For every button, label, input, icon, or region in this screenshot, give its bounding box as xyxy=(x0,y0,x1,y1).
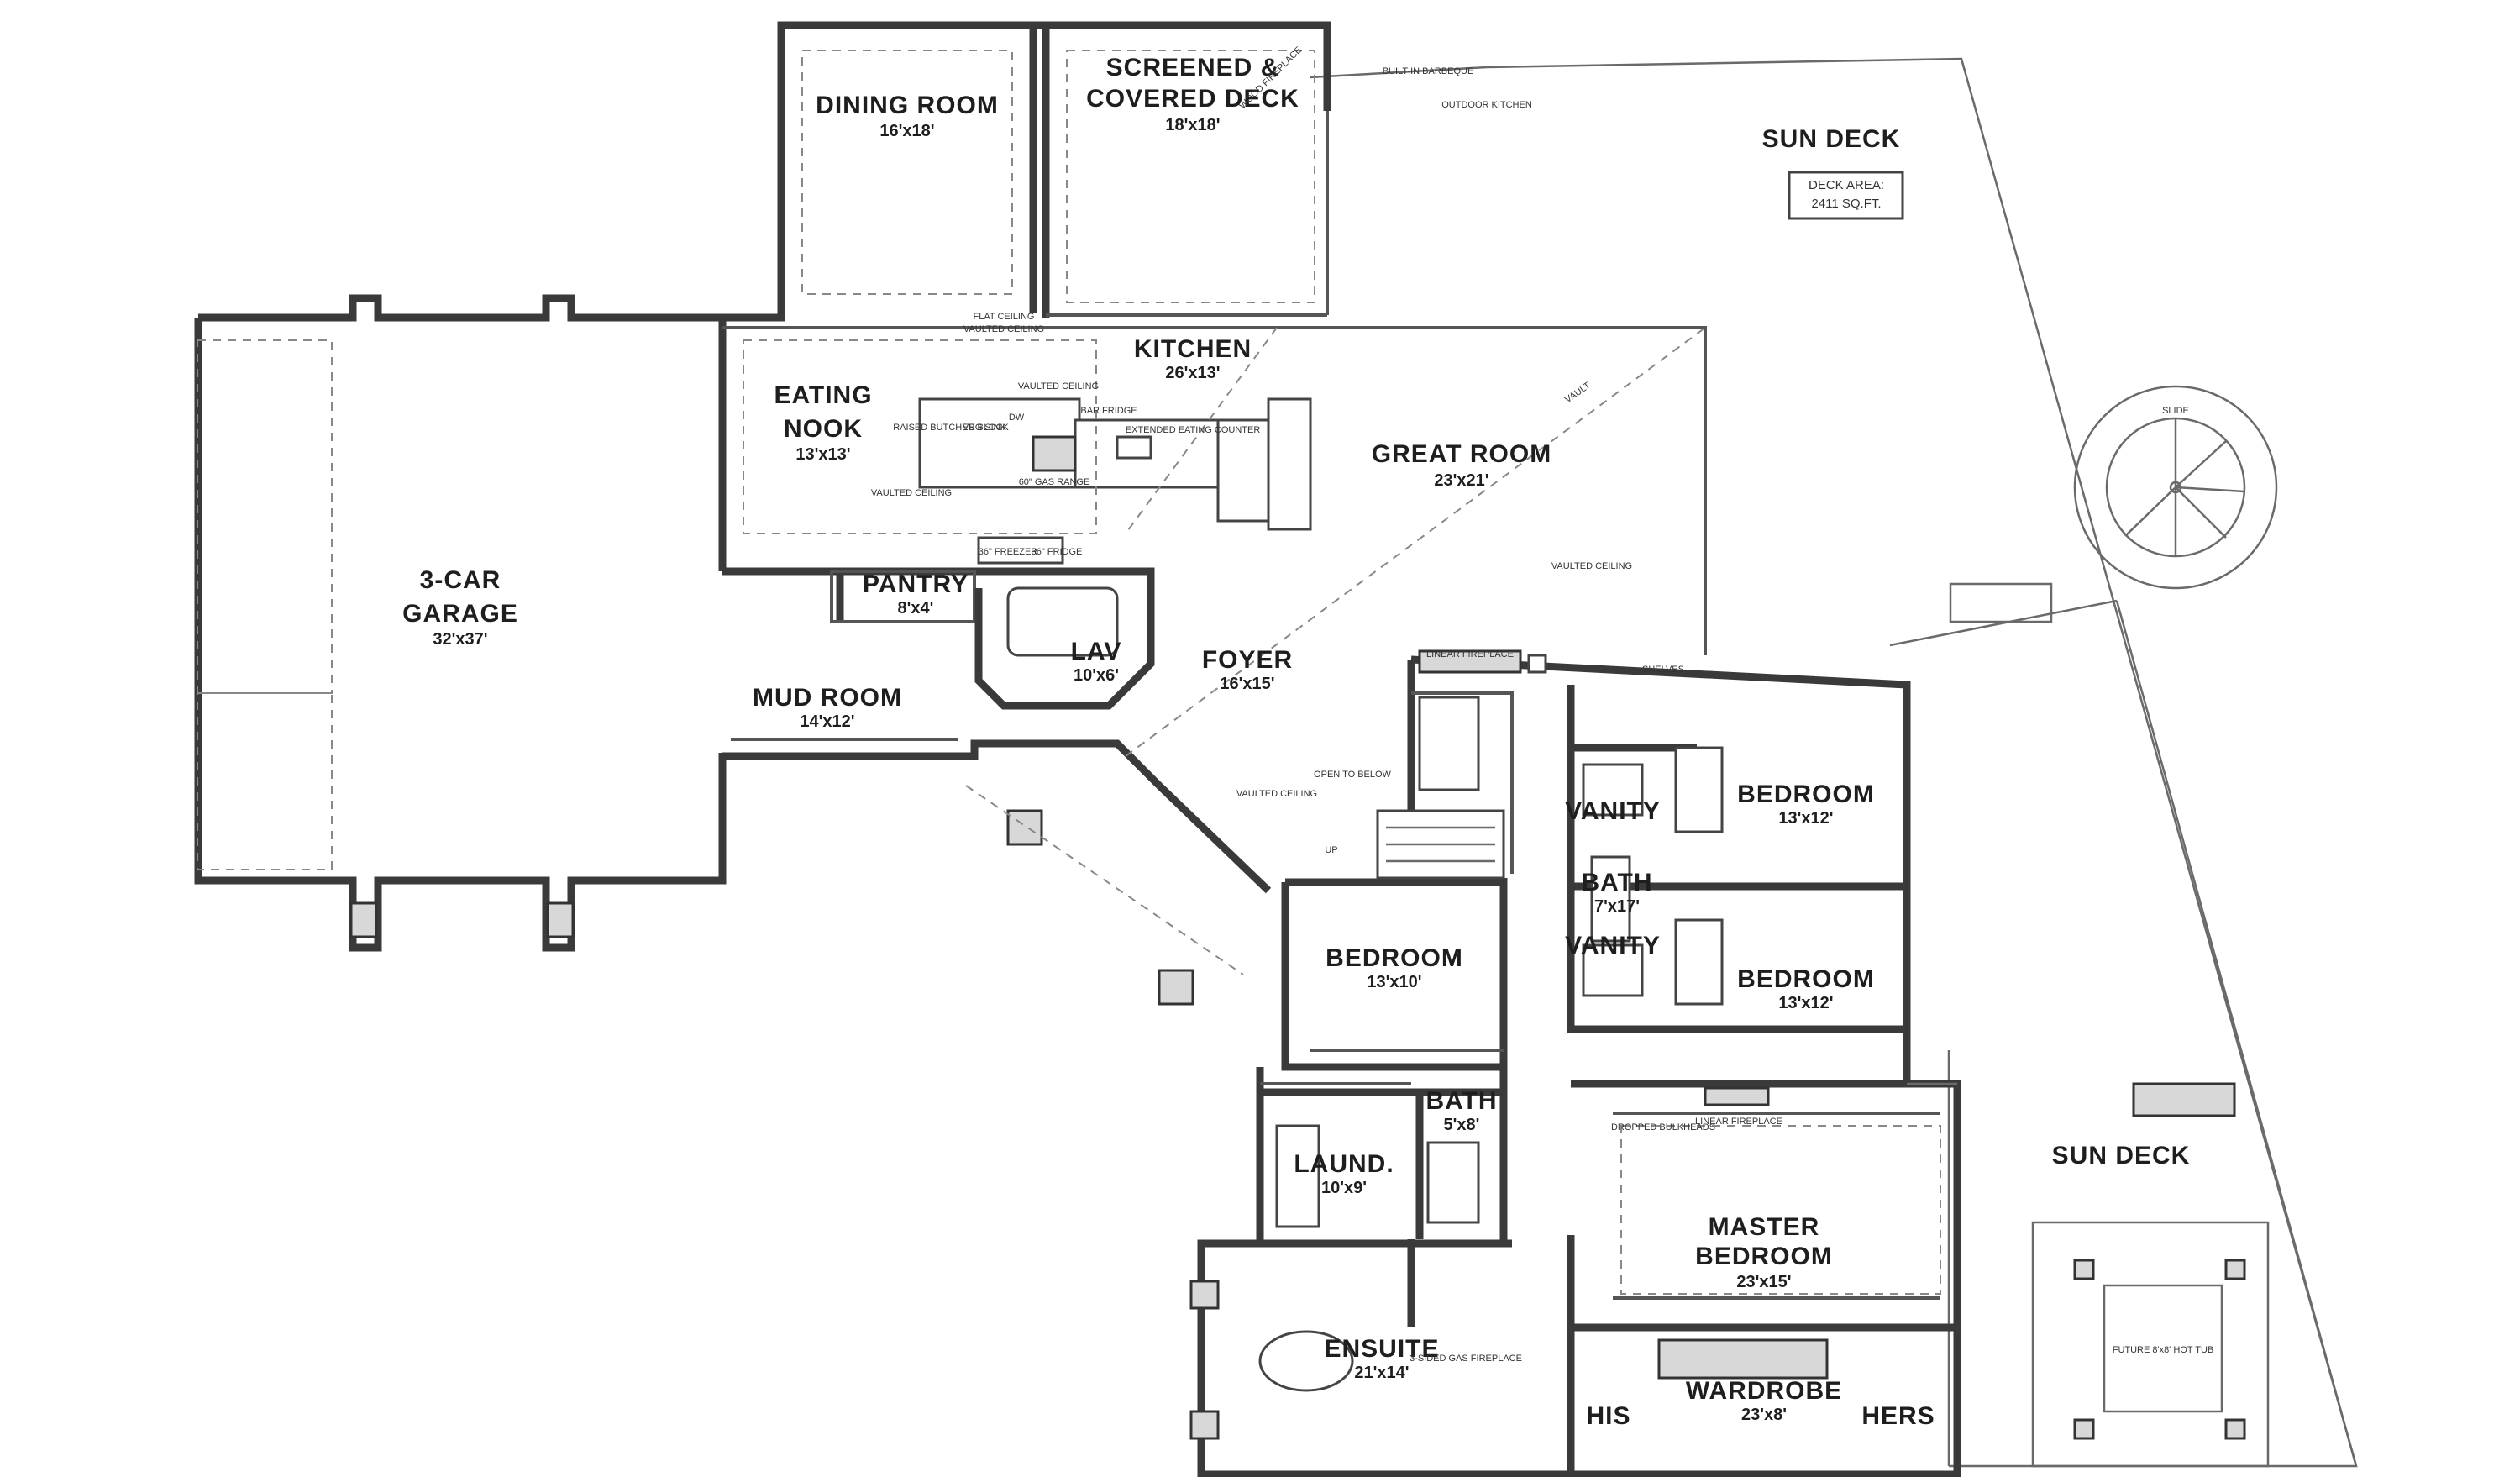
lav-dim: 10'x6' xyxy=(1074,666,1119,685)
ensuite-name: ENSUITE xyxy=(1324,1335,1439,1363)
dining-room-name: DINING ROOM xyxy=(816,92,999,119)
vaulted-ceiling-5: VAULTED CEILING xyxy=(1236,789,1317,799)
great-room-name: GREAT ROOM xyxy=(1372,440,1551,468)
bar-fridge-note: BAR FRIDGE xyxy=(1080,406,1137,416)
built-in-bbq-note: BUILT-IN BARBEQUE xyxy=(1383,66,1474,76)
shelves-note: SHELVES xyxy=(1642,665,1684,675)
flat-ceiling-note: FLAT CEILING xyxy=(974,312,1035,322)
pantry-dim: 8'x4' xyxy=(898,599,934,618)
bedroom-1-dim: 13'x12' xyxy=(1778,809,1833,828)
screened-deck-name-2: COVERED DECK xyxy=(1086,85,1299,113)
vaulted-ceiling-2: VAULTED CEILING xyxy=(1018,381,1099,392)
hot-tub-note: FUTURE 8'x8' HOT TUB xyxy=(2113,1345,2214,1355)
master-bedroom-name-2: BEDROOM xyxy=(1695,1243,1833,1270)
bath-fixtures xyxy=(1006,586,1724,1392)
his-label: HIS xyxy=(1586,1402,1630,1430)
wardrobe-dim: 23'x8' xyxy=(1741,1406,1787,1424)
vanity-1-name: VANITY xyxy=(1565,797,1661,825)
up-note: UP xyxy=(1325,845,1337,855)
fridge-note: 36" FRIDGE xyxy=(1032,547,1083,557)
vaulted-ceiling-3: VAULTED CEILING xyxy=(871,488,952,498)
bath-jack-name: BATH xyxy=(1581,869,1652,896)
bedroom-3-name: BEDROOM xyxy=(1326,944,1463,972)
laundry-dim: 10'x9' xyxy=(1321,1179,1367,1197)
linear-fireplace-master-note: LINEAR FIREPLACE xyxy=(1695,1117,1782,1127)
vaulted-ceiling-4: VAULTED CEILING xyxy=(1551,561,1632,571)
bedroom-1-name: BEDROOM xyxy=(1737,781,1875,808)
bedroom-2-dim: 13'x12' xyxy=(1778,994,1833,1012)
mud-room-name: MUD ROOM xyxy=(753,684,902,712)
freezer-note: 36" FREEZER xyxy=(979,547,1038,557)
dw-note: DW xyxy=(1009,413,1025,423)
linear-fireplace-note: LINEAR FIREPLACE xyxy=(1426,649,1514,660)
foyer-dim: 16'x15' xyxy=(1220,675,1274,693)
stairs xyxy=(1376,696,1505,880)
bedroom-3-dim: 13'x10' xyxy=(1367,973,1421,991)
room-labels: DINING ROOM 16'x18' SCREENED & COVERED D… xyxy=(402,54,2191,1430)
spiral-stair xyxy=(1949,385,2278,623)
raised-butcher-block-note: RAISED BUTCHER BLOCK xyxy=(893,423,1009,433)
bedroom-2-name: BEDROOM xyxy=(1737,965,1875,993)
vaulted-ceiling-1: VAULTED CEILING xyxy=(963,324,1044,334)
dropped-bulkheads-note: DROPPED BULKHEADS xyxy=(1611,1122,1715,1133)
diagonal-lines xyxy=(965,327,1706,975)
gas-range-note: 60" GAS RANGE xyxy=(1019,477,1090,487)
great-room-dim: 23'x21' xyxy=(1434,471,1488,490)
bath-small-name: BATH xyxy=(1425,1087,1497,1115)
mud-room-dim: 14'x12' xyxy=(800,712,854,731)
master-bedroom-name-1: MASTER xyxy=(1709,1213,1820,1241)
kitchen-island xyxy=(918,397,1312,565)
dining-room-dim: 16'x18' xyxy=(879,122,934,140)
open-to-below-note: OPEN TO BELOW xyxy=(1314,770,1392,780)
hers-label: HERS xyxy=(1861,1402,1935,1430)
screened-deck-name-1: SCREENED & xyxy=(1106,54,1280,81)
eating-nook-dim: 13'x13' xyxy=(795,445,850,464)
hot-tub-area xyxy=(2031,1082,2270,1468)
extended-eating-counter-note: EXTENDED EATING COUNTER xyxy=(1126,425,1261,435)
sun-deck-top-name: SUN DECK xyxy=(1762,125,1901,153)
foyer-name: FOYER xyxy=(1202,646,1293,674)
garage-name-1: 3-CAR xyxy=(420,566,501,594)
ceiling-dashes xyxy=(197,50,1941,1295)
vanity-2-name: VANITY xyxy=(1565,932,1661,959)
lav-name: LAV xyxy=(1071,638,1122,665)
screened-deck-dim: 18'x18' xyxy=(1165,116,1220,134)
vault-note: VAULT xyxy=(1563,381,1593,405)
deck-area-line1: DECK AREA: xyxy=(1809,178,1884,192)
veg-sink-note: VEG SINK xyxy=(963,423,1007,433)
deck-area-line2: 2411 SQ.FT. xyxy=(1811,197,1881,211)
eating-nook-name-2: NOOK xyxy=(784,415,863,443)
fireplaces xyxy=(349,649,1829,1440)
exterior-walls xyxy=(194,21,1961,1477)
garage-dim: 32'x37' xyxy=(433,630,487,649)
wardrobe-name: WARDROBE xyxy=(1686,1377,1842,1405)
three-sided-gas-fireplace-note: 3-SIDED GAS FIREPLACE xyxy=(1410,1353,1522,1364)
kitchen-dim: 26'x13' xyxy=(1165,364,1220,382)
pantry-name: PANTRY xyxy=(863,570,969,598)
slide-note: SLIDE xyxy=(2162,406,2189,416)
ensuite-dim: 21'x14' xyxy=(1354,1364,1409,1382)
bath-jack-dim: 7'x17' xyxy=(1594,897,1640,916)
eating-nook-name-1: EATING xyxy=(774,381,872,409)
master-bedroom-dim: 23'x15' xyxy=(1736,1273,1791,1291)
garage-name-2: GARAGE xyxy=(402,600,518,628)
outdoor-kitchen-note: OUTDOOR KITCHEN xyxy=(1441,100,1532,110)
bath-small-dim: 5'x8' xyxy=(1444,1116,1480,1134)
laundry-name: LAUND. xyxy=(1294,1150,1394,1178)
sun-deck-bottom-name: SUN DECK xyxy=(2052,1142,2191,1170)
kitchen-name: KITCHEN xyxy=(1134,335,1252,363)
interior-walls xyxy=(722,567,1940,1300)
